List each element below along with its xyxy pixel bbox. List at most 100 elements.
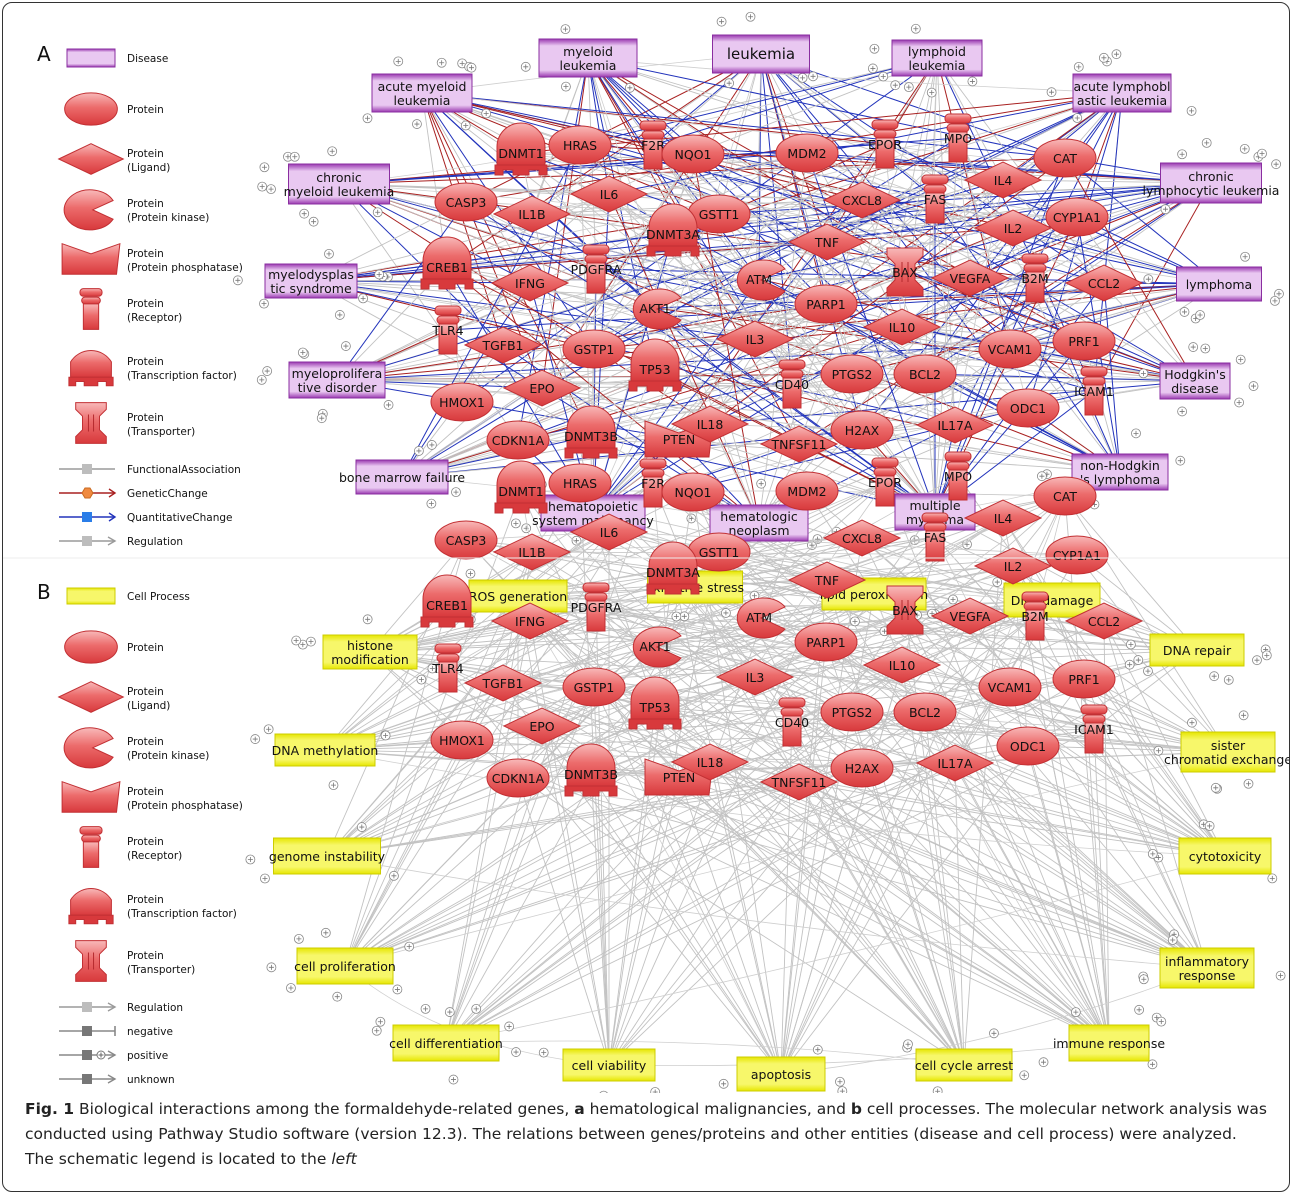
protein-atm[interactable]: ATM [736,259,786,301]
protein-bax[interactable]: BAX [886,585,924,635]
protein-hmox1[interactable]: HMOX1 [430,720,494,760]
protein-f2r[interactable]: F2R [639,458,667,508]
entity-cell-viability[interactable]: cell viability [562,1048,656,1082]
protein-il4[interactable]: IL4 [963,161,1043,199]
protein-tnfsf11[interactable]: TNFSF11 [759,763,839,801]
protein-creb1[interactable]: CREB1 [420,236,474,290]
entity-cell-differentiation[interactable]: cell differentiation [389,1024,503,1062]
protein-h2ax[interactable]: H2AX [830,748,894,788]
protein-dnmt3a[interactable]: DNMT3A [646,203,700,257]
protein-atm[interactable]: ATM [736,597,786,639]
entity-cell-cycle-arrest[interactable]: cell cycle arrest [915,1048,1013,1082]
protein-odc1[interactable]: ODC1 [996,726,1060,766]
protein-pdgfra[interactable]: PDGFRA [571,582,622,632]
protein-bax[interactable]: BAX [886,247,924,297]
protein-f2r[interactable]: F2R [639,120,667,170]
protein-il17a[interactable]: IL17A [915,406,995,444]
protein-ptgs2[interactable]: PTGS2 [820,692,884,732]
protein-cat[interactable]: CAT [1033,138,1097,178]
protein-il10[interactable]: IL10 [862,646,942,684]
entity-bone-marrow-failure[interactable]: bone marrow failure [339,459,465,495]
protein-cd40[interactable]: CD40 [775,359,809,409]
protein-dnmt3a[interactable]: DNMT3A [646,541,700,595]
protein-dnmt3b[interactable]: DNMT3B [564,405,618,459]
protein-casp3[interactable]: CASP3 [434,182,498,222]
protein-b2m[interactable]: B2M [1021,591,1049,641]
entity-cell-proliferation[interactable]: cell proliferation [294,947,396,985]
protein-vegfa[interactable]: VEGFA [930,597,1010,635]
protein-akt1[interactable]: AKT1 [632,288,682,330]
protein-hras[interactable]: HRAS [548,463,612,503]
protein-prf1[interactable]: PRF1 [1052,659,1116,699]
protein-parp1[interactable]: PARP1 [794,284,858,324]
protein-vcam1[interactable]: VCAM1 [978,667,1042,707]
protein-mdm2[interactable]: MDM2 [775,471,839,511]
protein-ptgs2[interactable]: PTGS2 [820,354,884,394]
protein-cyp1a1[interactable]: CYP1A1 [1045,535,1109,575]
protein-cxcl8[interactable]: CXCL8 [822,181,902,219]
protein-nqo1[interactable]: NQO1 [661,472,725,512]
protein-odc1[interactable]: ODC1 [996,388,1060,428]
protein-dnmt1[interactable]: DNMT1 [494,460,548,514]
protein-akt1[interactable]: AKT1 [632,626,682,668]
protein-pdgfra[interactable]: PDGFRA [571,244,622,294]
protein-icam1[interactable]: ICAM1 [1074,366,1114,416]
protein-cd40[interactable]: CD40 [775,697,809,747]
entity-apoptosis[interactable]: apoptosis [736,1056,826,1092]
protein-il6[interactable]: IL6 [569,175,649,213]
protein-fas[interactable]: FAS [921,174,949,224]
protein-bcl2[interactable]: BCL2 [893,354,957,394]
protein-tnfsf11[interactable]: TNFSF11 [759,425,839,463]
protein-h2ax[interactable]: H2AX [830,410,894,450]
protein-vcam1[interactable]: VCAM1 [978,329,1042,369]
entity-lymphoma[interactable]: lymphoma [1176,266,1262,302]
protein-ifng[interactable]: IFNG [490,602,570,640]
protein-gstp1[interactable]: GSTP1 [562,667,626,707]
entity-ros-generation[interactable]: ROS generation [468,579,568,613]
protein-il1b[interactable]: IL1B [492,195,572,233]
protein-icam1[interactable]: ICAM1 [1074,704,1114,754]
entity-dna-methylation[interactable]: DNA methylation [272,733,379,767]
protein-ccl2[interactable]: CCL2 [1064,602,1144,640]
protein-tp53[interactable]: TP53 [628,338,682,392]
protein-tnf[interactable]: TNF [787,223,867,261]
protein-il17a[interactable]: IL17A [915,744,995,782]
protein-tnf[interactable]: TNF [787,561,867,599]
protein-il10[interactable]: IL10 [862,308,942,346]
protein-creb1[interactable]: CREB1 [420,574,474,628]
protein-mpo[interactable]: MPO [944,113,972,163]
protein-gstt1[interactable]: GSTT1 [687,532,751,572]
entity-genome-instability[interactable]: genome instability [269,837,386,875]
protein-ifng[interactable]: IFNG [490,264,570,302]
protein-gstp1[interactable]: GSTP1 [562,329,626,369]
entity-dna-repair[interactable]: DNA repair [1149,633,1245,667]
protein-tgfb1[interactable]: TGFB1 [463,664,543,702]
protein-epo[interactable]: EPO [502,369,582,407]
protein-nqo1[interactable]: NQO1 [661,134,725,174]
entity-cytotoxicity[interactable]: cytotoxicity [1178,837,1272,875]
entity-leukemia[interactable]: leukemia [712,34,810,74]
protein-il2[interactable]: IL2 [973,547,1053,585]
protein-il18[interactable]: IL18 [670,743,750,781]
protein-dnmt1[interactable]: DNMT1 [494,122,548,176]
protein-b2m[interactable]: B2M [1021,253,1049,303]
protein-il4[interactable]: IL4 [963,499,1043,537]
protein-il3[interactable]: IL3 [715,658,795,696]
protein-parp1[interactable]: PARP1 [794,622,858,662]
protein-cyp1a1[interactable]: CYP1A1 [1045,197,1109,237]
protein-tgfb1[interactable]: TGFB1 [463,326,543,364]
protein-hras[interactable]: HRAS [548,125,612,165]
protein-il6[interactable]: IL6 [569,513,649,551]
protein-bcl2[interactable]: BCL2 [893,692,957,732]
protein-vegfa[interactable]: VEGFA [930,259,1010,297]
protein-epor[interactable]: EPOR [868,457,902,507]
